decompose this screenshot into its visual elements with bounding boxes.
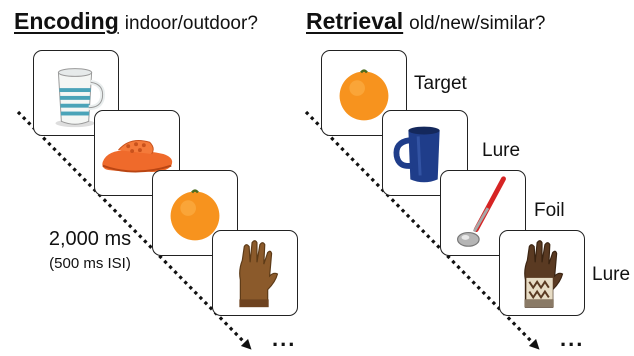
encoding-question: indoor/outdoor?: [124, 13, 258, 34]
retrieval-question: old/new/similar?: [409, 13, 546, 34]
retrieval-card-4: [499, 230, 585, 316]
retrieval-continuation: ...: [560, 326, 585, 351]
ladle-icon: [457, 176, 506, 247]
retrieval-label-2: Lure: [482, 140, 521, 161]
mug-icon: [55, 68, 106, 128]
timing-duration: 2,000 ms: [48, 228, 132, 250]
mug-icon: [393, 126, 440, 183]
retrieval-label-4: Lure: [592, 264, 631, 285]
glove-icon: [524, 240, 564, 308]
encoding-card-4: [212, 230, 298, 316]
retrieval-label-3: Foil: [534, 200, 565, 221]
encoding-card-1: [33, 50, 119, 136]
slipper-icon: [102, 140, 173, 173]
orange-icon: [339, 69, 389, 121]
retrieval-title: Retrieval: [306, 8, 404, 34]
encoding-continuation: ...: [272, 326, 297, 351]
retrieval-card-2: [382, 110, 468, 196]
stimulus-timing: 2,000 ms (500 ms ISI): [30, 228, 150, 272]
orange-icon: [170, 189, 220, 241]
glove-icon: [239, 240, 279, 308]
encoding-title: Encoding: [14, 8, 119, 34]
retrieval-label-1: Target: [414, 73, 467, 94]
timing-isi: (500 ms ISI): [49, 255, 131, 272]
